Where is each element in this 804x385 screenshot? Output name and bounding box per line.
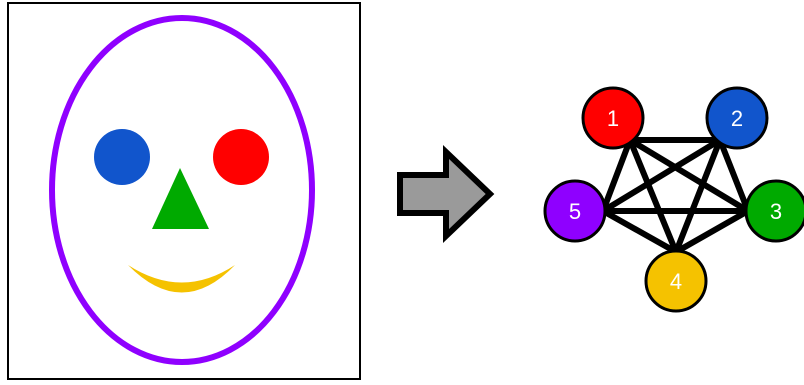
node-circle-1 — [581, 86, 645, 150]
right-eye — [213, 129, 269, 185]
face-outline — [49, 15, 315, 365]
face-picture — [7, 2, 361, 380]
graph-node-3: 3 — [744, 179, 804, 243]
node-circle-2 — [705, 86, 769, 150]
edge-4-5 — [600, 208, 679, 255]
graph-nodes: 1 2 3 4 5 — [543, 86, 804, 313]
complete-graph: 1 2 3 4 5 — [543, 86, 804, 313]
edge-3-4 — [673, 208, 751, 255]
node-label-4: 4 — [670, 269, 682, 294]
node-circle-3 — [744, 179, 804, 243]
graph-node-5: 5 — [543, 179, 607, 243]
graph-node-2: 2 — [705, 86, 769, 150]
smile-mouth — [128, 265, 235, 293]
edge-2-4 — [673, 137, 723, 255]
node-label-2: 2 — [731, 106, 743, 131]
edge-1-3 — [627, 137, 751, 214]
nose-triangle — [152, 168, 209, 229]
graph-node-4: 4 — [644, 249, 708, 313]
graph-edges — [600, 137, 751, 255]
edge-2-5 — [600, 137, 723, 214]
edge-1-4 — [627, 137, 679, 255]
edge-1-5 — [600, 137, 633, 214]
node-label-5: 5 — [569, 199, 581, 224]
node-circle-4 — [644, 249, 708, 313]
node-label-3: 3 — [770, 199, 782, 224]
node-label-1: 1 — [607, 106, 619, 131]
graph-node-1: 1 — [581, 86, 645, 150]
node-circle-5 — [543, 179, 607, 243]
edge-2-3 — [717, 137, 751, 214]
transform-arrow-icon — [397, 144, 495, 244]
left-eye — [94, 129, 150, 185]
